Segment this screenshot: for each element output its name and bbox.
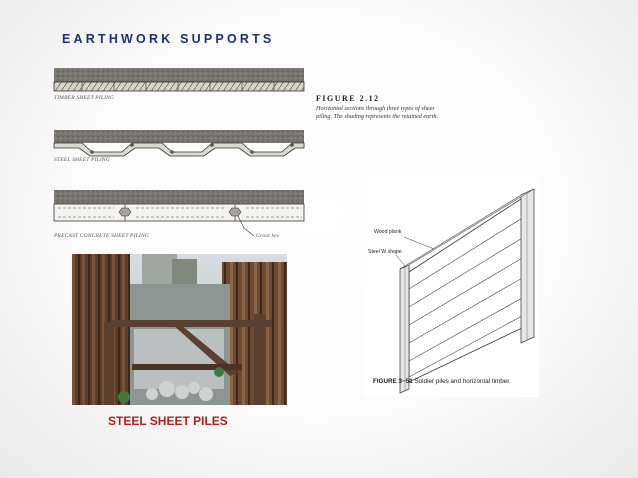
- slide-title: EARTHWORK SUPPORTS: [62, 32, 275, 46]
- figure-2-12-title: FIGURE 2.12: [316, 94, 380, 103]
- precast-concrete-sheet-piling-label: PRECAST CONCRETE SHEET PILING: [54, 233, 149, 239]
- sheet-piling-diagrams: [53, 68, 305, 237]
- soldier-piles-drawing: [395, 188, 535, 394]
- timber-sheet-piling-diagram: [53, 68, 305, 92]
- figure-2-12-caption: Horizontal sections through three types …: [316, 105, 439, 120]
- steel-w-shape-label: Steel W shape: [368, 249, 402, 255]
- steel-sheet-piling-diagram: [53, 130, 305, 157]
- figure-3-51-text: Soldier piles and horizontal timber.: [414, 378, 511, 385]
- figure-3-51-caption: FIGURE 3−51 Soldier piles and horizontal…: [373, 378, 511, 385]
- steel-sheet-piling-label: STEEL SHEET PILING: [54, 157, 110, 163]
- figure-3-51-number: FIGURE 3−51: [373, 378, 413, 385]
- precast-concrete-sheet-piling-diagram: [53, 190, 305, 237]
- photo-caption: STEEL SHEET PILES: [108, 414, 228, 428]
- steel-sheet-piles-photo: [72, 254, 287, 405]
- wood-plank-label: Wood plank: [374, 229, 402, 235]
- steel-sheet-piles-photo-image: [72, 254, 287, 405]
- soldier-piles-figure: Wood plank Steel W shape FIGURE 3−51 Sol…: [364, 177, 539, 397]
- timber-sheet-piling-label: TIMBER SHEET PILING: [54, 95, 115, 101]
- grout-key-label: Grout key: [256, 233, 280, 239]
- figure-2-12-caption-block: FIGURE 2.12 Horizontal sections through …: [316, 94, 446, 121]
